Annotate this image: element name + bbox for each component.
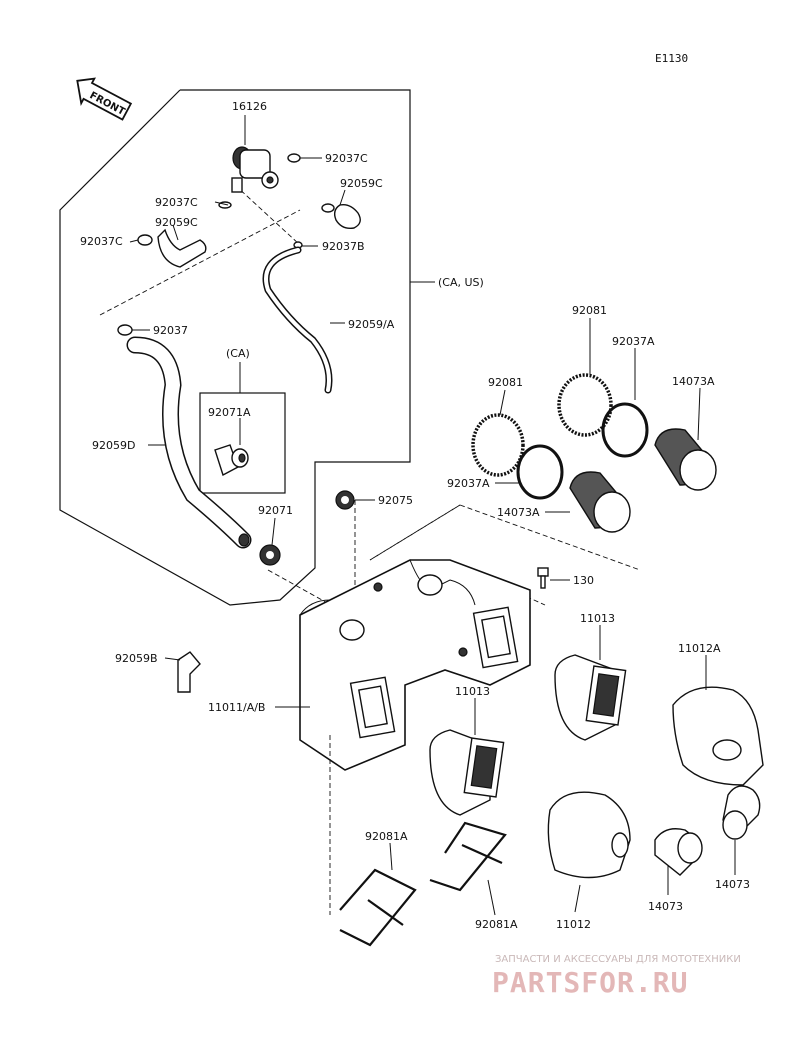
label-92037: 92037 [153, 324, 188, 337]
cover-11012a [672, 686, 764, 786]
label-14073-b: 14073 [715, 878, 750, 891]
label-11013-b: 11013 [455, 685, 490, 698]
label-ca: (CA) [226, 347, 250, 360]
elbow-92059b [177, 651, 201, 693]
ca-us-frame [59, 89, 411, 606]
watermark-tagline: ЗАПЧАСТИ И АКСЕССУАРЫ ДЛЯ МОТОТЕХНИКИ [495, 954, 741, 965]
filter-element-11013-right [554, 654, 627, 741]
label-92037a-a: 92037A [612, 335, 655, 348]
label-92059b: 92059B [115, 652, 158, 665]
clamp-92037 [117, 324, 133, 336]
filter-element-11013-left [429, 729, 505, 816]
label-ca-us: (CA, US) [438, 276, 484, 289]
label-92059a: 92059/A [348, 318, 395, 331]
elbow-14073-left [654, 828, 703, 876]
air-box-11011 [299, 559, 531, 771]
label-92037c-c: 92037C [80, 235, 123, 248]
clamp-92037a-right [601, 402, 649, 458]
label-92071a: 92071A [208, 406, 251, 419]
label-92037b: 92037B [322, 240, 365, 253]
label-14073a-b: 14073A [497, 506, 540, 519]
hose-92059d [126, 336, 252, 549]
label-92059c-a: 92059C [340, 177, 383, 190]
o-ring-92081-right [557, 373, 613, 437]
label-92081a-b: 92081A [475, 918, 518, 931]
clamp-92037c-left [137, 234, 153, 246]
label-92037c-a: 92037C [325, 152, 368, 165]
label-11012a: 11012A [678, 642, 721, 655]
duct-14073a-left [569, 471, 631, 533]
clamp-92037c-mid [321, 203, 335, 213]
cover-11012 [547, 791, 631, 879]
label-92075: 92075 [378, 494, 413, 507]
part-labels: 16126 92037C 92059C 92037C 92059C 92037C… [80, 100, 750, 931]
elbow-14073-right [722, 785, 761, 840]
valve-16126 [231, 146, 279, 193]
spring-clip-92081a-right [429, 821, 507, 892]
label-92059c-b: 92059C [155, 216, 198, 229]
label-92081-b: 92081 [488, 376, 523, 389]
spring-clip-92081a-left [339, 868, 417, 947]
label-11012: 11012 [556, 918, 591, 931]
o-ring-92081-left [471, 413, 525, 477]
reference-code: E1130 [655, 52, 688, 65]
label-92081-a: 92081 [572, 304, 607, 317]
ca-box [199, 392, 286, 494]
label-92071: 92071 [258, 504, 293, 517]
watermark-brand: PARTSFOR.RU [492, 966, 688, 999]
label-16126: 16126 [232, 100, 267, 113]
front-arrow-icon: FRONT [76, 77, 133, 121]
duct-14073a-right [654, 428, 717, 491]
label-92081a-a: 92081A [365, 830, 408, 843]
label-130: 130 [573, 574, 594, 587]
label-14073-a: 14073 [648, 900, 683, 913]
label-92037a-b: 92037A [447, 477, 490, 490]
clamp-92037c-top [287, 153, 301, 163]
label-92037c-b: 92037C [155, 196, 198, 209]
bolt-130 [537, 567, 549, 589]
hose-92059a [262, 246, 333, 394]
elbow-92071a [214, 444, 249, 477]
label-11013-a: 11013 [580, 612, 615, 625]
hose-92059c-right [333, 203, 361, 230]
label-11011: 11011/A/B [208, 701, 265, 714]
label-14073a-a: 14073A [672, 375, 715, 388]
label-92059d: 92059D [92, 439, 135, 452]
hose-92059c-left [157, 228, 207, 268]
clamp-92037a-left [516, 444, 564, 500]
